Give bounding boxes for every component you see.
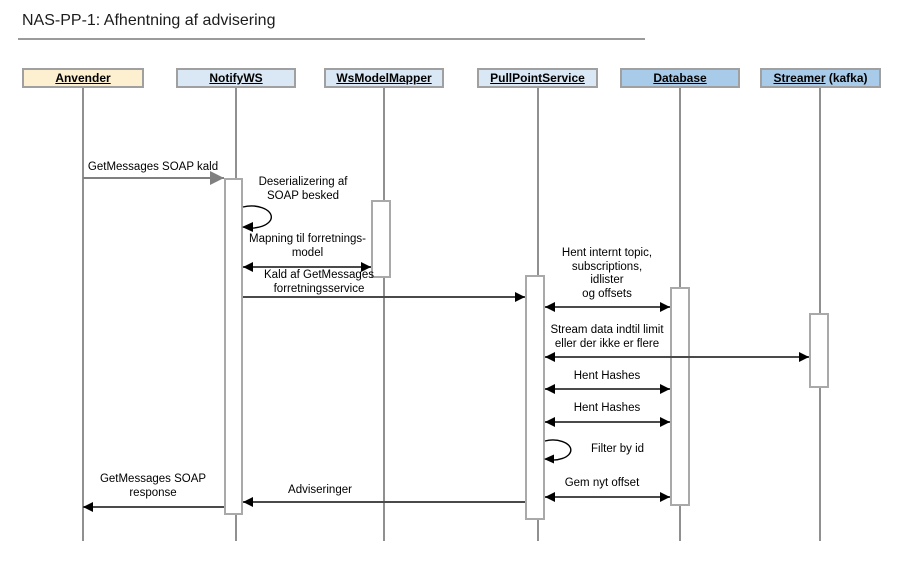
- message-line-kald-af-getmessages: [243, 292, 525, 302]
- message-label-mapning: Mapning til forretnings- model: [249, 233, 366, 259]
- message-label-hent-internt-topic: Hent internt topic, subscriptions, idlis…: [561, 247, 653, 300]
- self-loop-icon: [242, 205, 273, 232]
- arrowhead-left-icon: [243, 497, 253, 507]
- arrowhead-left-icon: [545, 302, 555, 312]
- lifeline-anvender: [82, 88, 84, 541]
- activation-database: [670, 287, 690, 506]
- activation-notifyws: [224, 178, 243, 515]
- message-label-adviseringer: Adviseringer: [288, 484, 352, 496]
- arrowhead-left-icon: [83, 502, 93, 512]
- message-label-gem-nyt-offset: Gem nyt offset: [564, 477, 640, 489]
- actor-header-notifyws: NotifyWS: [176, 68, 296, 88]
- arrowhead-right-icon: [799, 352, 809, 362]
- actor-header-wsmodelmapper: WsModelMapper: [324, 68, 444, 88]
- actor-label: PullPointService: [490, 71, 585, 85]
- activation-wsmodelmapper: [371, 200, 391, 278]
- arrowhead-right-icon: [660, 417, 670, 427]
- actor-header-anvender: Anvender: [22, 68, 144, 88]
- actor-header-pullpointservice: PullPointService: [477, 68, 598, 88]
- message-line-stream-data: [545, 352, 809, 362]
- page-title: NAS-PP-1: Afhentning af advisering: [22, 12, 276, 29]
- lifeline-wsmodelmapper: [383, 88, 385, 541]
- message-line-mapning: [243, 262, 371, 272]
- arrowhead-right-icon: [210, 171, 224, 185]
- message-label-kald-af-getmessages: Kald af GetMessages forretningsservice: [264, 269, 374, 295]
- actor-label: Streamer: [773, 71, 826, 85]
- message-line-gem-nyt-offset: [545, 492, 670, 502]
- message-label-filter-by-id: Filter by id: [591, 443, 645, 455]
- arrowhead-left-icon: [545, 492, 555, 502]
- arrowhead-left-icon: [545, 417, 555, 427]
- activation-streamer: [809, 313, 829, 388]
- message-line-getmessages-response: [83, 502, 224, 512]
- arrowhead-left-icon: [243, 262, 253, 272]
- actor-label: WsModelMapper: [336, 71, 432, 85]
- message-line-hent-hashes-2: [545, 417, 670, 427]
- message-label-deserializering: Deserializering af SOAP besked: [258, 176, 348, 202]
- arrowhead-left-icon: [545, 384, 555, 394]
- actor-label: Database: [653, 71, 707, 85]
- message-label-getmessages-soap-kald: GetMessages SOAP kald: [87, 161, 219, 173]
- message-line-hent-hashes-1: [545, 384, 670, 394]
- actor-label: Anvender: [55, 71, 111, 85]
- message-label-hent-hashes-1: Hent Hashes: [573, 370, 641, 382]
- message-label-hent-hashes-2: Hent Hashes: [573, 402, 641, 414]
- actor-header-streamer: Streamer (kafka): [760, 68, 881, 88]
- arrowhead-right-icon: [515, 292, 525, 302]
- message-line-adviseringer: [243, 497, 525, 507]
- message-line-getmessages-soap-kald: [83, 171, 224, 185]
- arrowhead-right-icon: [660, 302, 670, 312]
- arrowhead-right-icon: [361, 262, 371, 272]
- arrowhead-right-icon: [660, 492, 670, 502]
- self-loop-icon: [544, 439, 572, 464]
- activation-pullpointservice: [525, 275, 545, 520]
- message-label-getmessages-response: GetMessages SOAP response: [99, 473, 207, 499]
- message-label-stream-data: Stream data indtil limit eller der ikke …: [550, 324, 664, 350]
- arrowhead-left-icon: [545, 352, 555, 362]
- actor-suffix: (kafka): [825, 71, 868, 85]
- title-underline: [18, 38, 645, 40]
- actor-header-database: Database: [620, 68, 740, 88]
- message-line-hent-internt-topic: [545, 302, 670, 312]
- actor-label: NotifyWS: [209, 71, 263, 85]
- arrowhead-right-icon: [660, 384, 670, 394]
